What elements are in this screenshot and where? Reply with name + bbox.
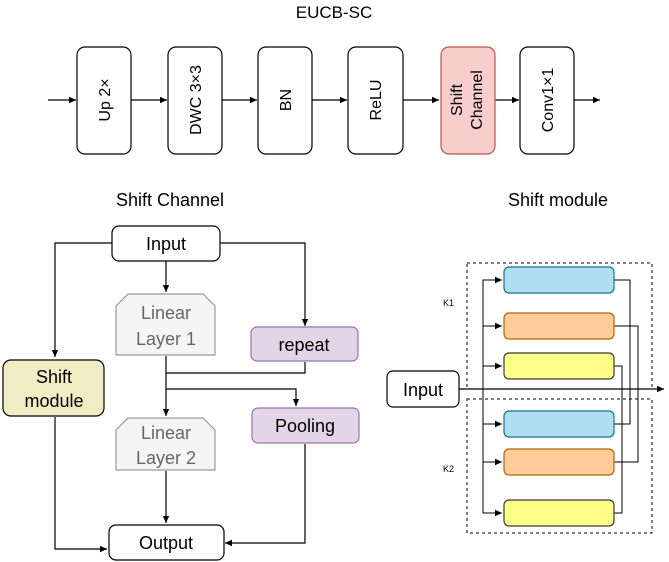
pooling-label: Pooling — [275, 416, 335, 436]
repeat-label: repeat — [278, 335, 329, 355]
linear-layer-2-line1: Linear — [141, 423, 191, 443]
block-shift-channel-line1: Shift — [449, 83, 466, 116]
shift-channel-edges — [51, 242, 309, 553]
block-relu-label: ReLU — [368, 80, 385, 121]
eucb-title: EUCB-SC — [296, 3, 373, 22]
block-up2x: Up 2× — [76, 46, 132, 155]
pooling-node: Pooling — [251, 407, 360, 444]
block-up2x-label: Up 2× — [97, 78, 114, 121]
output-node: Output — [108, 524, 225, 561]
block-shift-channel: Shift Channel — [440, 46, 496, 155]
k1-yellow-bar — [503, 352, 615, 380]
k2-yellow-bar — [503, 499, 615, 527]
shift-module-line2: module — [24, 391, 83, 411]
k2-label: K2 — [443, 464, 454, 474]
shift-module-input-label: Input — [403, 380, 443, 400]
k2-wiring — [482, 389, 639, 517]
shift-module-node: Shift module — [2, 359, 105, 417]
k1-wiring — [482, 276, 639, 389]
linear-layer-1-line2: Layer 1 — [136, 329, 196, 349]
block-dwc3x3-label: DWC 3×3 — [188, 65, 205, 135]
block-bn-label: BN — [278, 89, 295, 111]
block-conv1x1-label: Conv1×1 — [540, 68, 557, 133]
input-node: Input — [111, 225, 221, 262]
k2-group-box — [466, 398, 653, 534]
k1-blue-bar — [503, 266, 615, 294]
block-dwc3x3: DWC 3×3 — [167, 46, 223, 155]
k2-orange-bar — [503, 448, 615, 476]
output-label: Output — [139, 533, 193, 553]
block-conv1x1: Conv1×1 — [519, 46, 575, 155]
shift-module-line1: Shift — [36, 367, 72, 387]
shift-channel-title: Shift Channel — [116, 190, 224, 210]
k1-orange-bar — [503, 312, 615, 340]
repeat-node: repeat — [250, 326, 359, 362]
k1-label: K1 — [443, 298, 454, 308]
input-label: Input — [146, 234, 186, 254]
linear-layer-1-line1: Linear — [141, 303, 191, 323]
linear-layer-1: Linear Layer 1 — [115, 293, 216, 356]
k2-blue-bar — [503, 410, 615, 438]
shift-module-title: Shift module — [508, 190, 608, 210]
shift-module-input-node: Input — [386, 370, 460, 408]
block-shift-channel-line2: Channel — [469, 70, 486, 130]
linear-layer-2: Linear Layer 2 — [115, 417, 216, 471]
block-relu: ReLU — [347, 46, 404, 155]
block-bn: BN — [257, 46, 313, 155]
linear-layer-2-line2: Layer 2 — [136, 448, 196, 468]
